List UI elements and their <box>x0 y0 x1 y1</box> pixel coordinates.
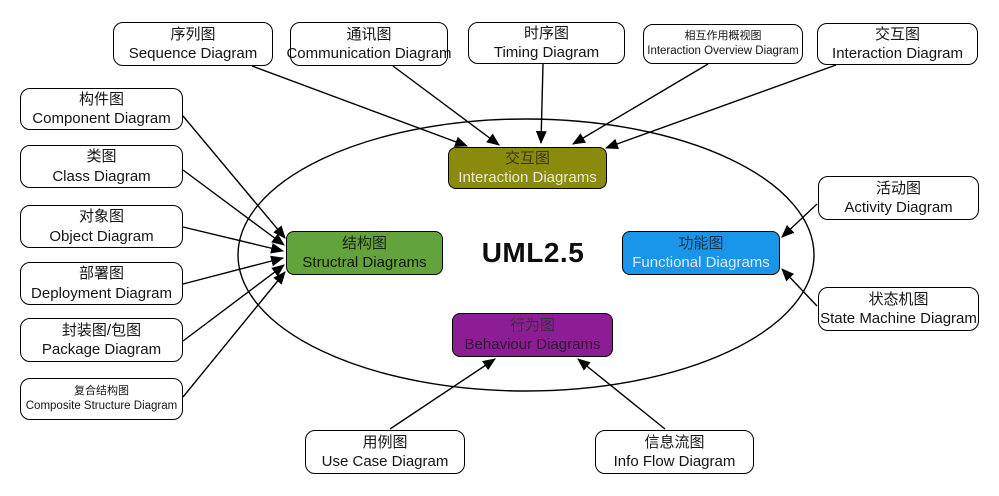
arrow-component-diagram-to-structural-diagrams <box>182 115 286 239</box>
sequence-diagram-label-zh: 序列图 <box>170 25 216 43</box>
deployment-diagram-label-en: Deployment Diagram <box>31 284 172 302</box>
functional-diagrams-label-en: Functional Diagrams <box>632 254 770 271</box>
node-timing-diagram: 时序图 Timing Diagram <box>468 22 625 64</box>
component-diagram-label-en: Component Diagram <box>32 110 171 127</box>
behaviour-diagrams-label-zh: 行为图 <box>509 316 555 334</box>
behaviour-diagrams-label-en: Behaviour Diagrams <box>464 336 601 353</box>
arrow-composite-structure-diagram-to-structural-diagrams <box>182 271 286 398</box>
sequence-diagram-label-en: Sequence Diagram <box>128 45 258 62</box>
class-diagram-label-zh: 类图 <box>86 148 117 165</box>
use-case-diagram-label-zh: 用例图 <box>362 433 408 451</box>
arrow-interaction-overview-diagram-to-interaction-diagrams <box>572 63 709 145</box>
arrow-package-diagram-to-structural-diagrams <box>182 264 285 342</box>
interaction-overview-diagram-label-zh: 相互作用概视图 <box>684 30 762 43</box>
class-diagram-label-en: Class Diagram <box>52 167 151 185</box>
functional-diagrams-label-zh: 功能图 <box>678 234 724 252</box>
node-package-diagram: 封装图/包图 Package Diagram <box>20 318 183 362</box>
component-diagram-label-zh: 构件图 <box>78 90 124 108</box>
node-object-diagram: 对象图 Object Diagram <box>20 205 183 248</box>
package-diagram-label-en: Package Diagram <box>41 341 162 358</box>
node-communication-diagram: 通讯图 Communication Diagram <box>286 22 452 66</box>
object-diagram-label-en: Object Diagram <box>49 227 154 245</box>
node-activity-diagram: 活动图 Activity Diagram <box>818 176 979 220</box>
info-flow-diagram-label-zh: 信息流图 <box>644 433 705 451</box>
arrow-timing-diagram-to-interaction-diagrams <box>535 63 547 145</box>
arrow-object-diagram-to-structural-diagrams <box>182 226 285 254</box>
arrow-interaction-diagram-to-interaction-diagrams <box>604 64 837 150</box>
activity-diagram-label-zh: 活动图 <box>875 179 921 197</box>
node-interaction-diagram: 交互图 Interaction Diagram <box>817 23 978 65</box>
state-machine-diagram-label-en: State Machine Diagram <box>820 310 977 327</box>
interaction-diagram-label-en: Interaction Diagram <box>832 45 963 62</box>
arrow-communication-diagram-to-interaction-diagrams <box>392 65 500 146</box>
object-diagram-label-zh: 对象图 <box>78 208 124 225</box>
node-use-case-diagram: 用例图 Use Case Diagram <box>305 430 465 474</box>
node-behaviour-diagrams: 行为图 Behaviour Diagrams <box>452 313 613 357</box>
interaction-diagrams-label-en: Interaction Diagrams <box>458 169 597 186</box>
arrow-activity-diagram-to-functional-diagrams <box>781 203 818 238</box>
composite-structure-diagram-label-zh: 复合结构图 <box>74 385 129 398</box>
uml-version-label: UML2.5 <box>481 237 585 268</box>
node-class-diagram: 类图 Class Diagram <box>20 145 183 188</box>
node-sequence-diagram: 序列图 Sequence Diagram <box>113 22 273 66</box>
communication-diagram-label-en: Communication Diagram <box>286 45 452 62</box>
structural-diagrams-label-zh: 结构图 <box>341 234 387 252</box>
node-functional-diagrams: 功能图 Functional Diagrams <box>622 231 780 275</box>
node-component-diagram: 构件图 Component Diagram <box>20 88 183 130</box>
arrow-use-case-diagram-to-behaviour-diagrams <box>389 358 496 430</box>
use-case-diagram-label-en: Use Case Diagram <box>321 453 449 470</box>
node-state-machine-diagram: 状态机图 State Machine Diagram <box>818 287 979 331</box>
node-structural-diagrams: 结构图 Structral Diagrams <box>286 231 443 275</box>
communication-diagram-label-zh: 通讯图 <box>346 25 392 43</box>
composite-structure-diagram-label-en: Composite Structure Diagram <box>25 399 178 412</box>
arrow-deployment-diagram-to-structural-diagrams <box>182 255 285 285</box>
node-interaction-diagrams: 交互图 Interaction Diagrams <box>448 147 607 189</box>
package-diagram-label-zh: 封装图/包图 <box>61 321 142 339</box>
interaction-diagram-label-zh: 交互图 <box>874 25 920 43</box>
info-flow-diagram-label-en: Info Flow Diagram <box>613 453 736 470</box>
uml-boundary-ellipse <box>237 118 815 392</box>
timing-diagram-label-en: Timing Diagram <box>493 44 600 61</box>
structural-diagrams-label-en: Structral Diagrams <box>302 254 427 271</box>
interaction-diagrams-label-zh: 交互图 <box>504 149 550 167</box>
node-deployment-diagram: 部署图 Deployment Diagram <box>20 262 183 305</box>
arrow-state-machine-diagram-to-functional-diagrams <box>781 268 818 307</box>
interaction-overview-diagram-label-en: Interaction Overview Diagram <box>647 44 799 57</box>
state-machine-diagram-label-zh: 状态机图 <box>868 290 929 308</box>
arrow-sequence-diagram-to-interaction-diagrams <box>251 65 469 147</box>
node-info-flow-diagram: 信息流图 Info Flow Diagram <box>595 430 754 474</box>
activity-diagram-label-en: Activity Diagram <box>844 199 953 216</box>
arrow-class-diagram-to-structural-diagrams <box>182 169 285 246</box>
arrow-info-flow-diagram-to-behaviour-diagrams <box>577 358 666 430</box>
timing-diagram-label-zh: 时序图 <box>523 24 569 42</box>
deployment-diagram-label-zh: 部署图 <box>78 265 124 282</box>
